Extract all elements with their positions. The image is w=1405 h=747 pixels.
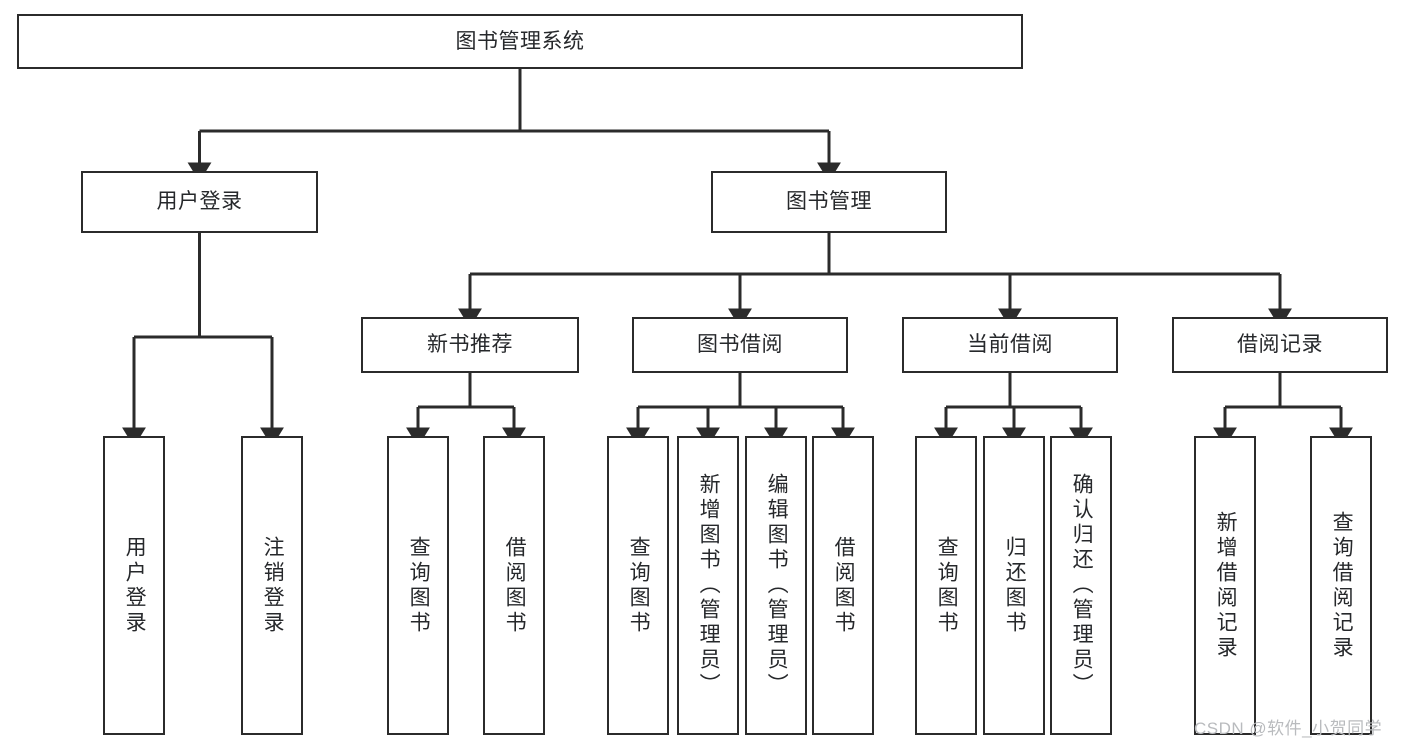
leaf-leaf-borrow-book[interactable]: 借阅图书 bbox=[812, 436, 874, 735]
leaf-leaf-confirm-return[interactable]: 确认归还（管理员） bbox=[1050, 436, 1112, 735]
node-borrow-record[interactable]: 借阅记录 bbox=[1172, 317, 1388, 373]
leaf-leaf-query-borrow-record-label: 查询借阅记录 bbox=[1330, 510, 1354, 661]
node-book-manage-label: 图书管理 bbox=[786, 190, 872, 214]
leaf-leaf-user-login[interactable]: 用户登录 bbox=[103, 436, 165, 735]
leaf-leaf-add-book-label: 新增图书（管理员） bbox=[697, 473, 721, 698]
leaf-leaf-query-book-borrow-label: 查询图书 bbox=[627, 535, 651, 636]
leaf-leaf-query-book-current-label: 查询图书 bbox=[935, 535, 959, 636]
leaf-leaf-query-book-borrow[interactable]: 查询图书 bbox=[607, 436, 669, 735]
leaf-leaf-user-login-label: 用户登录 bbox=[123, 535, 147, 636]
node-user-login[interactable]: 用户登录 bbox=[81, 171, 318, 233]
node-current-borrow[interactable]: 当前借阅 bbox=[902, 317, 1118, 373]
leaf-leaf-query-book-rec-label: 查询图书 bbox=[407, 535, 431, 636]
leaf-leaf-user-logout-label: 注销登录 bbox=[261, 535, 285, 636]
leaf-leaf-borrow-book-rec-label: 借阅图书 bbox=[503, 535, 527, 636]
node-borrow-record-label: 借阅记录 bbox=[1237, 333, 1323, 357]
leaf-leaf-edit-book-label: 编辑图书（管理员） bbox=[765, 473, 789, 698]
csdn-watermark: CSDN @软件_小贺同学 bbox=[1194, 719, 1383, 738]
leaf-leaf-return-book-label: 归还图书 bbox=[1003, 535, 1027, 636]
node-book-borrow-label: 图书借阅 bbox=[697, 333, 783, 357]
node-root-system[interactable]: 图书管理系统 bbox=[17, 14, 1023, 69]
node-current-borrow-label: 当前借阅 bbox=[967, 333, 1053, 357]
leaf-leaf-borrow-book-rec[interactable]: 借阅图书 bbox=[483, 436, 545, 735]
leaf-leaf-query-borrow-record[interactable]: 查询借阅记录 bbox=[1310, 436, 1372, 735]
leaf-leaf-confirm-return-label: 确认归还（管理员） bbox=[1070, 473, 1094, 698]
node-book-manage[interactable]: 图书管理 bbox=[711, 171, 947, 233]
node-user-login-label: 用户登录 bbox=[156, 190, 243, 214]
node-new-book-recommend-label: 新书推荐 bbox=[427, 333, 513, 357]
node-root-label: 图书管理系统 bbox=[455, 29, 585, 53]
leaf-leaf-query-book-current[interactable]: 查询图书 bbox=[915, 436, 977, 735]
leaf-leaf-user-logout[interactable]: 注销登录 bbox=[241, 436, 303, 735]
leaf-leaf-borrow-book-label: 借阅图书 bbox=[832, 535, 856, 636]
leaf-leaf-return-book[interactable]: 归还图书 bbox=[983, 436, 1045, 735]
leaf-leaf-query-book-rec[interactable]: 查询图书 bbox=[387, 436, 449, 735]
leaf-leaf-add-book[interactable]: 新增图书（管理员） bbox=[677, 436, 739, 735]
node-new-book-recommend[interactable]: 新书推荐 bbox=[361, 317, 579, 373]
leaf-leaf-add-borrow-record[interactable]: 新增借阅记录 bbox=[1194, 436, 1256, 735]
leaf-leaf-edit-book[interactable]: 编辑图书（管理员） bbox=[745, 436, 807, 735]
node-book-borrow[interactable]: 图书借阅 bbox=[632, 317, 848, 373]
leaf-leaf-add-borrow-record-label: 新增借阅记录 bbox=[1214, 510, 1238, 661]
